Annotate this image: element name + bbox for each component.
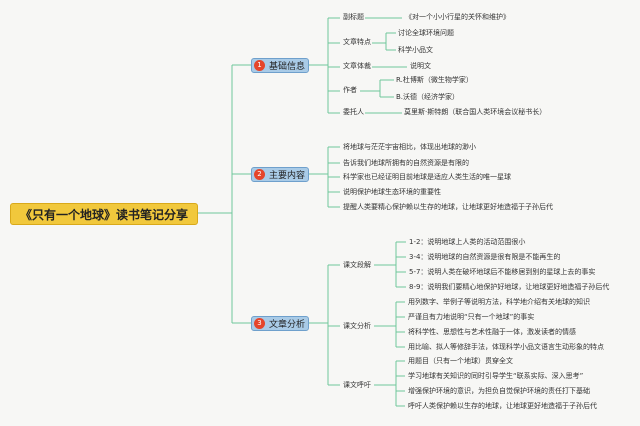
- number-badge-icon: 2: [254, 169, 265, 180]
- branch-main-content[interactable]: 2 主要内容: [251, 167, 309, 182]
- branch-basic-info[interactable]: 1 基础信息: [251, 58, 309, 73]
- topic-appeal[interactable]: 课文呼吁: [343, 381, 371, 389]
- analysis-point-1[interactable]: 用列数字、举例子等说明方法，科学地介绍有关地球的知识: [408, 298, 590, 306]
- topic-analysis[interactable]: 课文分析: [343, 322, 371, 330]
- topic-client[interactable]: 委托人: [343, 108, 364, 116]
- leaf-subtitle-text[interactable]: 《对一个小小行星的关怀和维护》: [405, 13, 510, 21]
- analysis-point-2[interactable]: 严谨且有力地说明“只有一个地球”的事实: [408, 313, 535, 321]
- appeal-point-3[interactable]: 增强保护环境的意识，为担负自觉保护环境的责任打下基础: [408, 387, 590, 395]
- leaf-author-1[interactable]: R.杜博斯（微生物学家）: [396, 76, 473, 84]
- leaf-client[interactable]: 莫里斯·斯特朗（联合国人类环境会议秘书长）: [404, 108, 547, 116]
- analysis-point-4[interactable]: 用比喻、拟人等修辞手法，体现科学小品文语言生动形象的特点: [408, 343, 604, 351]
- paragraph-point-1[interactable]: 1-2：说明地球上人类的活动范围很小: [409, 238, 526, 246]
- paragraph-point-3[interactable]: 5-7：说明人类在破坏地球后不能移居到别的星球上去的事实: [409, 268, 596, 276]
- paragraph-point-2[interactable]: 3-4：说明地球的自然资源是很有限是不能再生的: [409, 253, 561, 261]
- content-point-3[interactable]: 科学家也已经证明目前地球是适应人类生活的唯一星球: [343, 173, 511, 181]
- number-badge-icon: 3: [254, 318, 265, 329]
- branch-label: 主要内容: [269, 171, 306, 181]
- analysis-point-3[interactable]: 将科学性、思想性与艺术性融于一体，激发读者的情感: [408, 328, 576, 336]
- appeal-point-2[interactable]: 学习地球有关知识的同时引导学生“联系实际、深入思考”: [408, 372, 584, 380]
- number-badge-icon: 1: [254, 60, 265, 71]
- topic-features[interactable]: 文章特点: [343, 38, 371, 46]
- paragraph-point-4[interactable]: 8-9：说明我们要精心地保护好地球，让地球更好地造福子孙后代: [409, 283, 610, 291]
- content-point-1[interactable]: 将地球与茫茫宇宙相比，体现出地球的渺小: [343, 143, 476, 151]
- content-point-4[interactable]: 说明保护地球生态环境的重要性: [343, 188, 441, 196]
- appeal-point-4[interactable]: 呼吁人类保护赖以生存的地球，让地球更好地造福于子孙后代: [408, 402, 597, 410]
- appeal-point-1[interactable]: 用题目（只有一个地球）贯穿全文: [408, 357, 513, 365]
- leaf-feature-1[interactable]: 讨论全球环境问题: [398, 29, 454, 37]
- topic-paragraphs[interactable]: 课文段解: [343, 261, 371, 269]
- content-point-2[interactable]: 告诉我们地球所拥有的自然资源是有限的: [343, 159, 469, 167]
- leaf-genre[interactable]: 说明文: [410, 62, 431, 70]
- leaf-feature-2[interactable]: 科学小品文: [398, 46, 433, 54]
- leaf-author-2[interactable]: B.沃德（经济学家）: [396, 93, 460, 101]
- content-point-5[interactable]: 提醒人类要精心保护赖以生存的地球，让地球更好地造福于子孙后代: [343, 203, 553, 211]
- topic-genre[interactable]: 文章体裁: [343, 62, 371, 70]
- root-topic[interactable]: 《只有一个地球》读书笔记分享: [10, 203, 198, 225]
- branch-label: 文章分析: [269, 320, 306, 330]
- topic-author[interactable]: 作者: [343, 86, 357, 94]
- branch-label: 基础信息: [269, 62, 306, 72]
- branch-article-analysis[interactable]: 3 文章分析: [251, 316, 309, 331]
- root-title: 《只有一个地球》读书笔记分享: [19, 207, 188, 222]
- topic-subtitle[interactable]: 副标题: [343, 13, 364, 21]
